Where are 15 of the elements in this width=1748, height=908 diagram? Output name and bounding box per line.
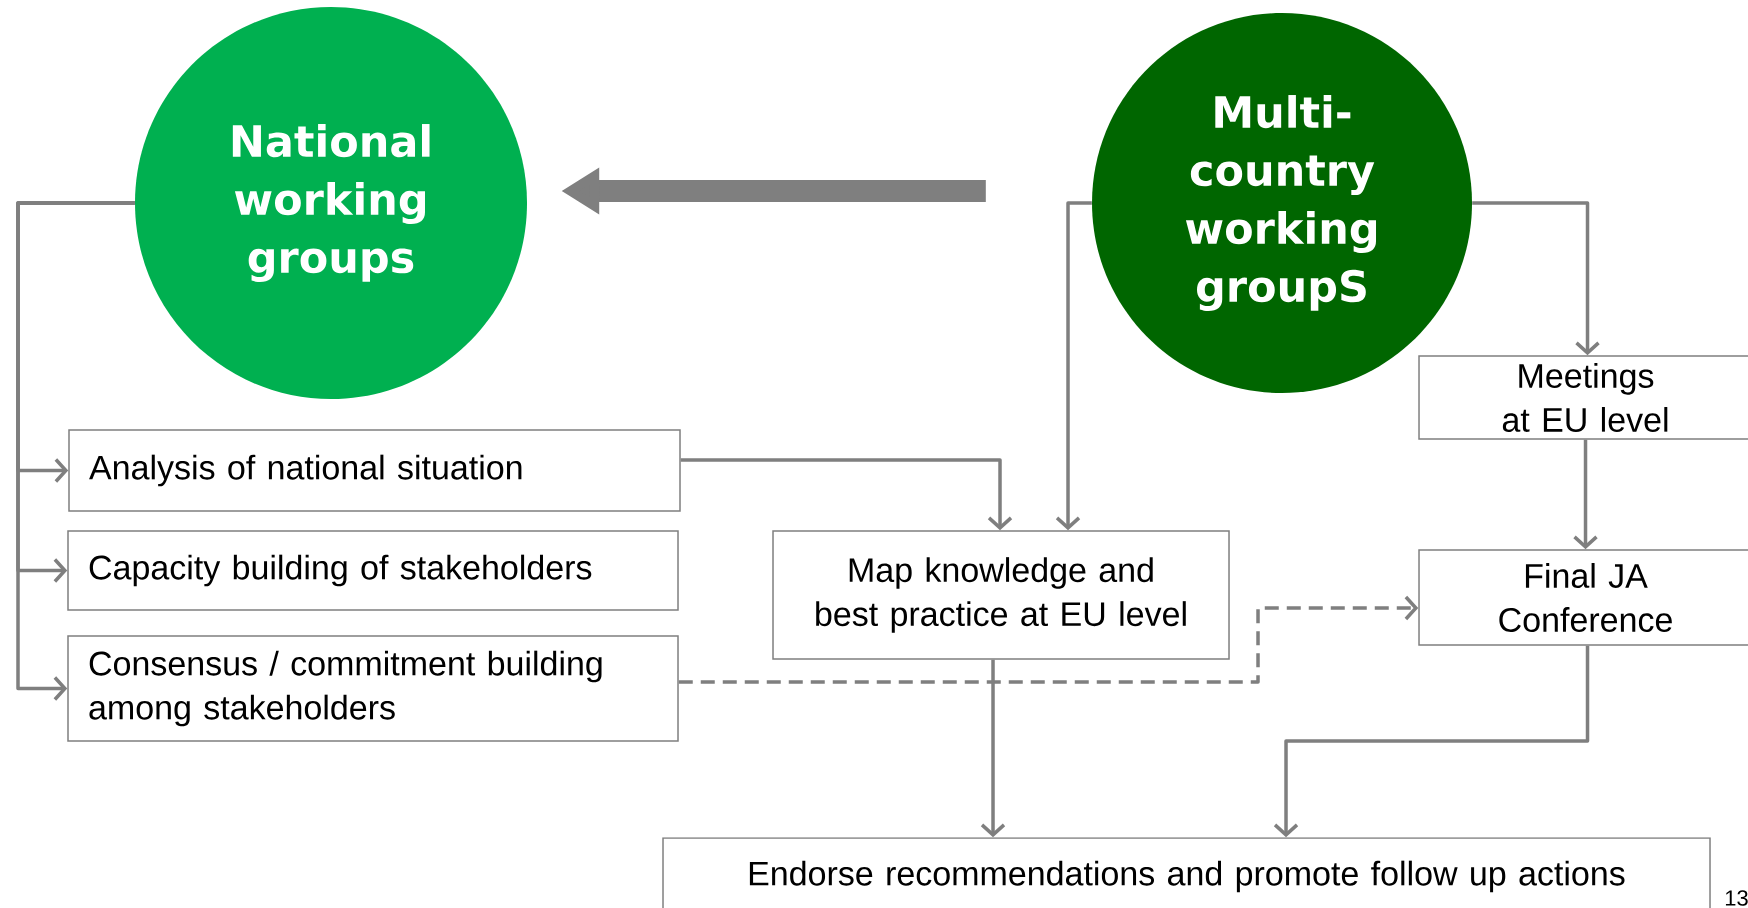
arrow xyxy=(980,659,1006,838)
arrow xyxy=(680,458,1013,531)
process-box: Final JA Conference xyxy=(1418,549,1748,646)
process-box: Map knowledge and best practice at EU level xyxy=(772,530,1230,660)
arrow xyxy=(1472,201,1600,356)
process-box: Meetings at EU level xyxy=(1418,355,1748,440)
arrow xyxy=(16,201,135,701)
process-box: Consensus / commitment building among stakeholders xyxy=(67,635,679,742)
arrow xyxy=(678,595,1419,684)
process-box: Capacity building of stakeholders xyxy=(67,530,679,611)
arrow xyxy=(1055,201,1092,531)
arrow xyxy=(1573,439,1598,550)
arrow xyxy=(1273,645,1590,838)
process-box: Endorse recommendations and promote follow up actions xyxy=(662,837,1711,908)
process-box: Analysis of national situation xyxy=(68,429,681,512)
